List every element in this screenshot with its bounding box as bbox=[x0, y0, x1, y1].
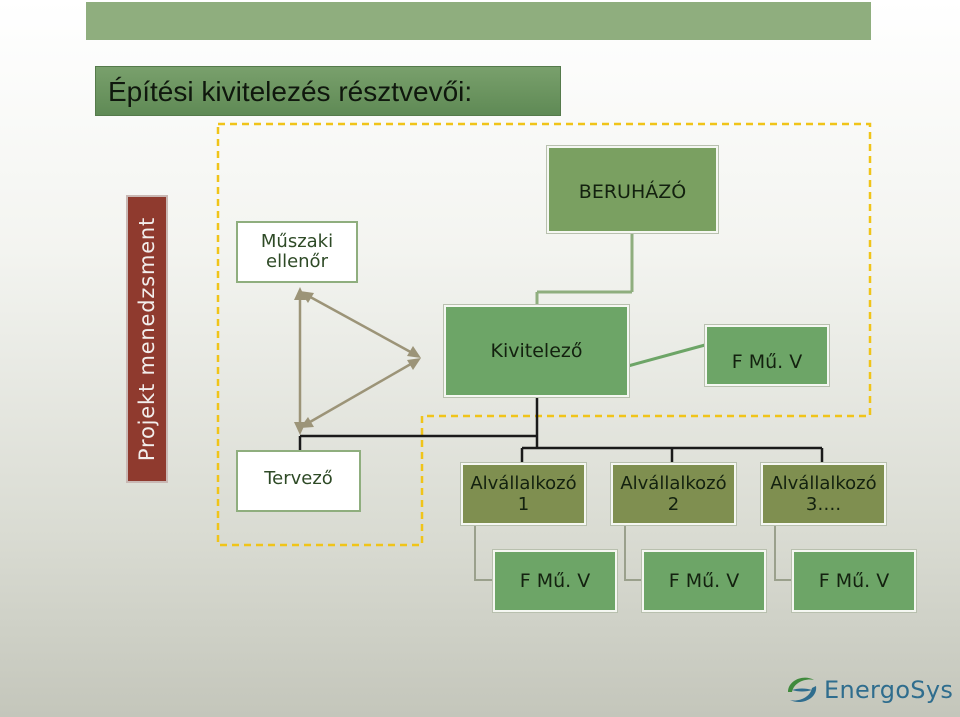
connector-alv3-fmuv bbox=[774, 525, 792, 581]
arrow-top-diagonal bbox=[302, 291, 417, 357]
node-muszaki-ellenor: Műszaki ellenőr bbox=[236, 221, 358, 283]
connector-alv1-fmuv bbox=[474, 525, 493, 581]
node-fmuv-1: F Mű. V bbox=[493, 550, 617, 612]
node-alv3-line1: Alvállalkozó bbox=[770, 473, 877, 494]
node-alv2-line1: Alvállalkozó bbox=[620, 473, 727, 494]
energosys-logo-icon bbox=[788, 677, 817, 703]
node-tervezo-label: Tervező bbox=[264, 468, 333, 489]
arrowhead-bottom-start bbox=[300, 417, 314, 428]
node-kivitelezo-label: Kivitelező bbox=[490, 340, 583, 362]
arrowhead-top-start bbox=[300, 291, 314, 303]
node-kivitelezo: Kivitelező bbox=[444, 305, 629, 397]
node-alv1-line2: 1 bbox=[517, 494, 530, 515]
node-alv2-line2: 2 bbox=[667, 494, 680, 515]
node-alv3-line2: 3…. bbox=[805, 494, 842, 515]
connector-kivitelezo-fmuv bbox=[627, 343, 706, 368]
node-fmuv-2: F Mű. V bbox=[642, 550, 766, 612]
sidebar-label-box: Projekt menedzsment bbox=[126, 195, 168, 483]
arrowhead-bottom-end bbox=[407, 358, 421, 370]
node-alvallalkozo-2: Alvállalkozó 2 bbox=[611, 463, 736, 525]
dashed-frame-upper bbox=[216, 122, 872, 547]
arrow-bottom-diagonal bbox=[302, 359, 417, 428]
slide-title: Építési kivitelezés résztvevői: bbox=[95, 66, 561, 116]
node-beruhazo: BERUHÁZÓ bbox=[547, 146, 718, 233]
node-tervezo: Tervező bbox=[236, 450, 361, 512]
arrowhead-top-end bbox=[407, 346, 421, 358]
connector-alv2-fmuv bbox=[624, 525, 642, 581]
node-alvallalkozo-3: Alvállalkozó 3…. bbox=[761, 463, 886, 525]
node-fmuv-2-label: F Mű. V bbox=[668, 570, 740, 592]
node-fmuv-3-label: F Mű. V bbox=[818, 570, 890, 592]
node-beruhazo-label: BERUHÁZÓ bbox=[578, 181, 687, 203]
node-muszaki-line1: Műszaki bbox=[260, 231, 334, 252]
node-alv1-line1: Alvállalkozó bbox=[470, 473, 577, 494]
node-fmuv-1-label: F Mű. V bbox=[519, 570, 591, 592]
node-muszaki-line2: ellenőr bbox=[266, 251, 328, 272]
node-alvallalkozo-1: Alvállalkozó 1 bbox=[461, 463, 586, 525]
node-fmuv-main: F Mű. V bbox=[705, 325, 829, 386]
node-fmuv-3: F Mű. V bbox=[792, 550, 916, 612]
arrowhead-up bbox=[294, 287, 306, 300]
top-banner bbox=[86, 2, 871, 40]
energosys-logo: EnergoSys bbox=[782, 672, 953, 710]
energosys-logo-text: EnergoSys bbox=[824, 676, 954, 704]
node-fmuv-main-label: F Mű. V bbox=[731, 350, 803, 373]
